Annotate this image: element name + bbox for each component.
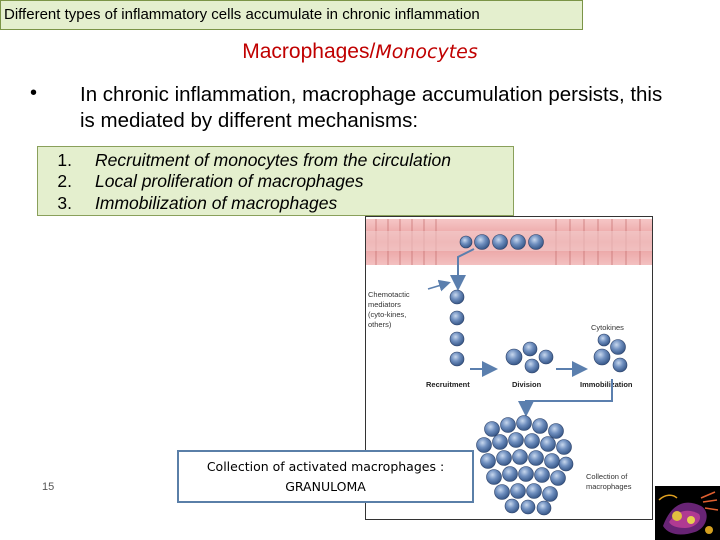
slide-header-banner: Different types of inflammatory cells ac… (0, 0, 583, 30)
circulating-monocytes (459, 234, 544, 250)
mechanism-item: Recruitment of monocytes from the circul… (95, 150, 451, 170)
svg-text:(cyto-kines,: (cyto-kines, (368, 310, 406, 319)
mechanism-number: 1. (57, 150, 72, 170)
svg-text:Collection of: Collection of (586, 472, 628, 481)
immobilization-label: Immobilization (580, 380, 633, 389)
svg-text:mediators: mediators (368, 300, 401, 309)
recruitment-label: Recruitment (426, 380, 470, 389)
granuloma-line2: GRANULOMA (285, 479, 366, 494)
dividing-macrophages (505, 341, 554, 374)
bullet-text: In chronic inflammation, macrophage accu… (80, 83, 663, 132)
granuloma-line1: Collection of activated macrophages : (206, 459, 445, 474)
corner-decorative-image (655, 486, 720, 540)
bullet-icon: • (30, 82, 38, 104)
collection-arrow (518, 379, 613, 417)
page-number: 15 (42, 481, 55, 493)
slide-title: Macrophages/Monocytes (0, 40, 720, 64)
svg-text:macrophages: macrophages (586, 482, 632, 491)
mechanism-number: 3. (57, 193, 72, 213)
division-label: Division (512, 380, 542, 389)
granuloma-cluster (476, 415, 574, 516)
blood-vessel (366, 219, 652, 265)
cytokines-label: Cytokines (591, 323, 624, 332)
mechanism-number: 2. (57, 171, 72, 191)
collection-label: Collection of macrophages (586, 472, 632, 491)
title-italic: Monocytes (375, 41, 478, 63)
svg-text:others): others) (368, 320, 392, 329)
mechanism-item: Immobilization of macrophages (95, 193, 338, 213)
migrating-monocytes (449, 289, 465, 367)
immobilized-macrophages (593, 333, 628, 373)
granuloma-callout: Collection of activated macrophages : GR… (177, 450, 474, 503)
chemotactic-arrow (427, 279, 451, 292)
mechanisms-box: 1. Recruitment of monocytes from the cir… (37, 146, 514, 216)
emigration-arrow (450, 248, 475, 291)
mechanism-item: Local proliferation of macrophages (95, 171, 364, 191)
title-main: Macrophages/ (242, 40, 376, 63)
chemotactic-label: Chemotactic mediators (cyto-kines, other… (368, 290, 410, 329)
svg-text:Chemotactic: Chemotactic (368, 290, 410, 299)
